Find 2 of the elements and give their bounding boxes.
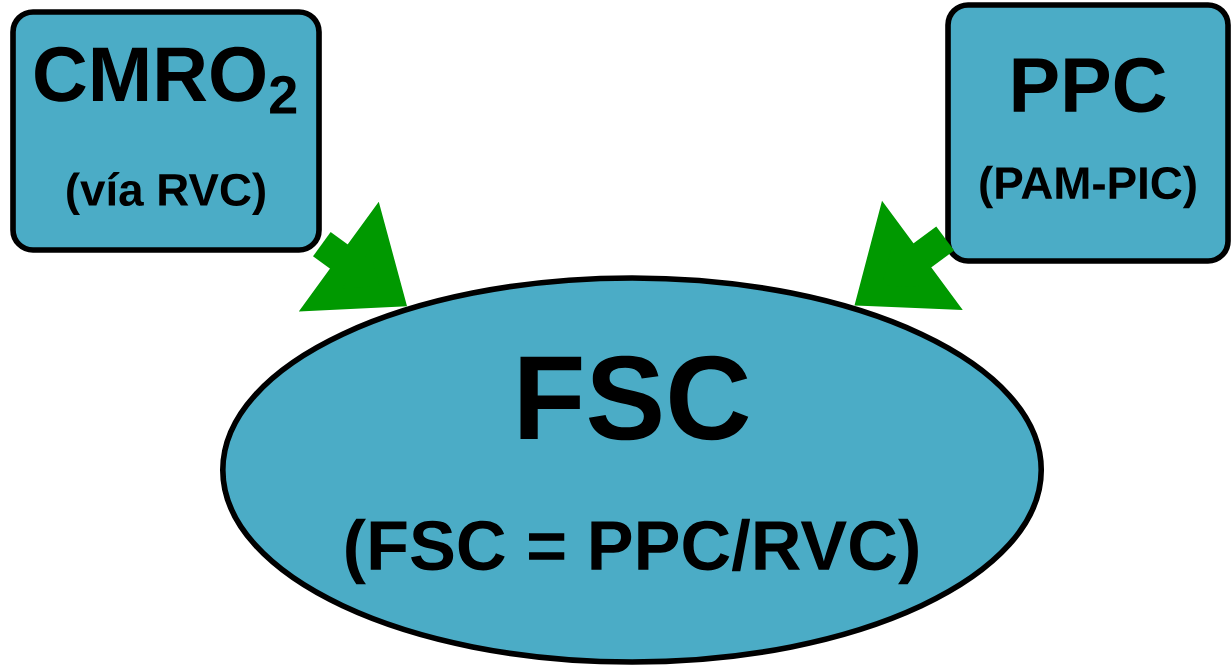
- process-box: PPC (PAM-PIC): [945, 2, 1231, 264]
- process-box: CMRO$_{2}$ (vía RVC): [10, 9, 322, 253]
